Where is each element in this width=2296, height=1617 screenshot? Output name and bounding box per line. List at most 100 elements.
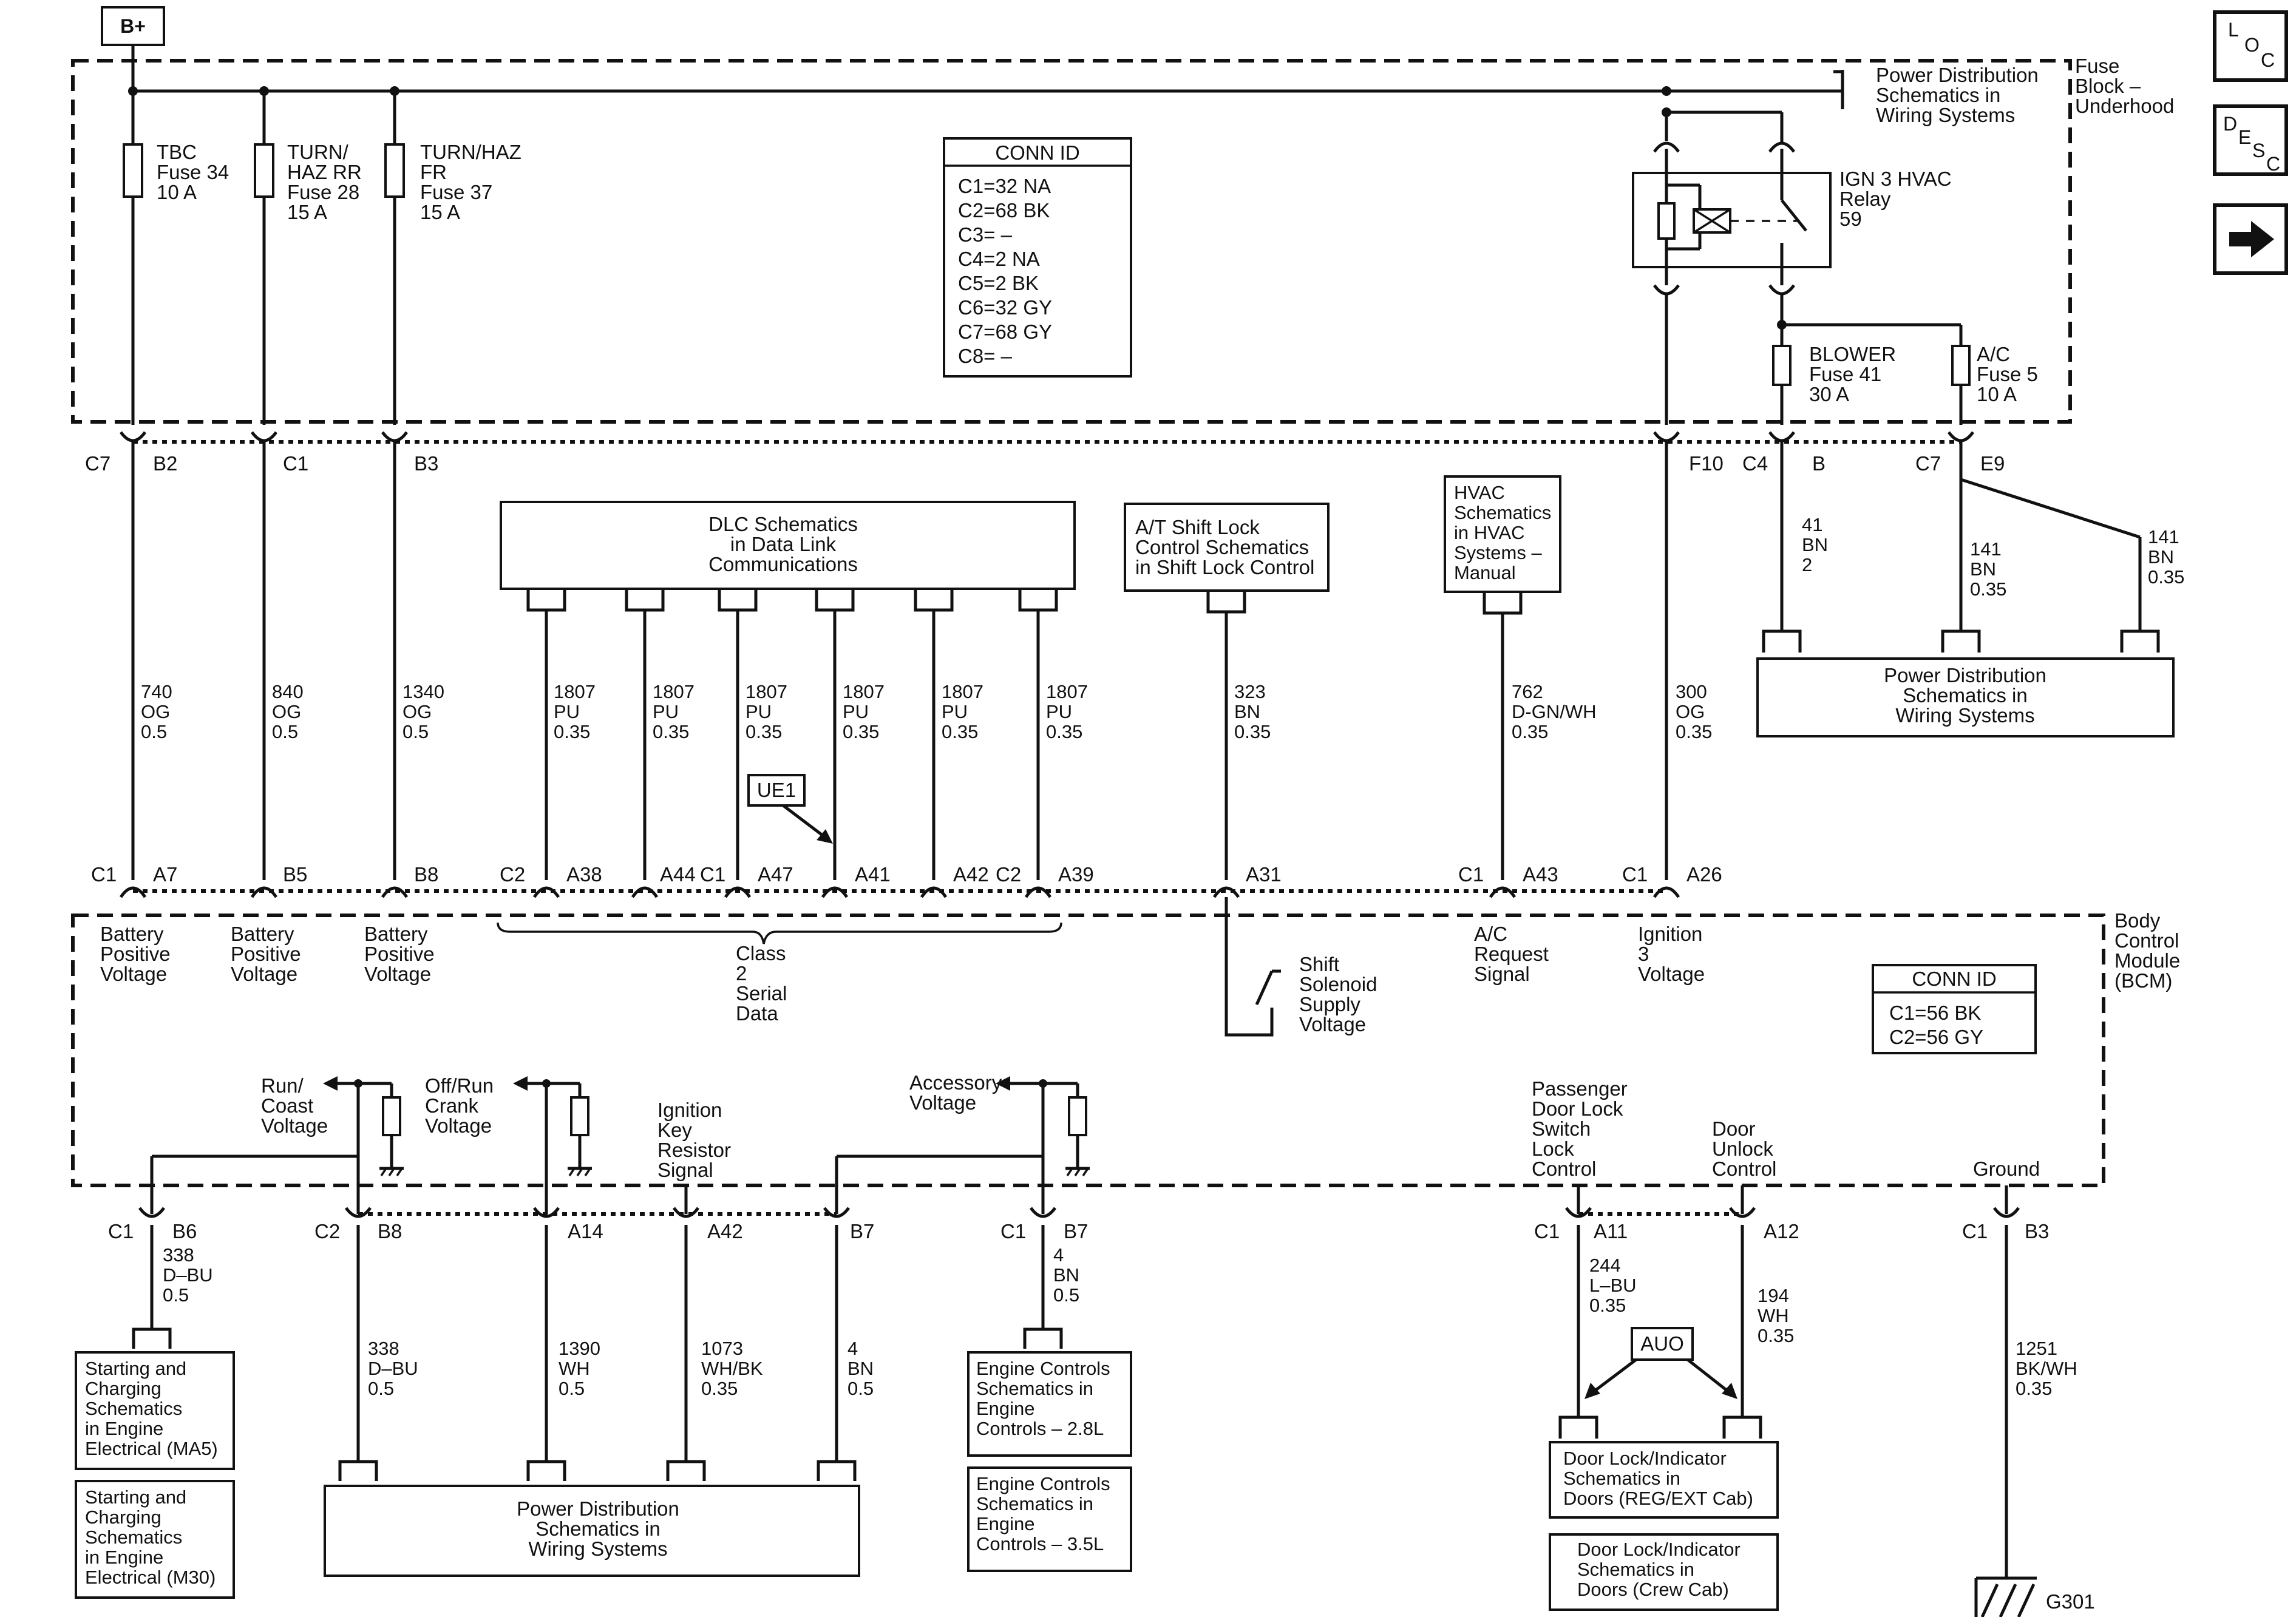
svg-text:C1: C1 <box>700 863 725 886</box>
power-distribution-ref-right[interactable]: Power Distribution Schematics in Wiring … <box>1756 657 2175 737</box>
svg-text:Battery: Battery <box>364 923 428 945</box>
starting-charging-m30-ref[interactable]: Starting and Charging Schematics in Engi… <box>75 1480 235 1599</box>
svg-text:A14: A14 <box>568 1220 603 1242</box>
svg-text:0.35: 0.35 <box>554 721 590 742</box>
svg-text:0.35: 0.35 <box>1676 721 1712 742</box>
shift-lock-control-ref[interactable]: A/T Shift Lock Control Schematics in Shi… <box>1124 503 1330 592</box>
wire-244-lbu: 244 L–BU 0.35 <box>1589 1255 1637 1316</box>
svg-text:Run/: Run/ <box>261 1074 304 1097</box>
upper-connector-labels: C7 B2 C1 B3 F10 C4 B C7 E9 <box>85 452 2005 475</box>
svg-text:41: 41 <box>1802 514 1822 535</box>
wire-323-bn: 323 BN 0.35 <box>1234 681 1271 742</box>
svg-text:B7: B7 <box>850 1220 874 1242</box>
svg-text:B8: B8 <box>378 1220 402 1242</box>
svg-text:Voltage: Voltage <box>1299 1013 1366 1036</box>
svg-text:Engine Controls: Engine Controls <box>976 1473 1110 1494</box>
svg-text:0.35: 0.35 <box>1970 578 2006 600</box>
wire-4-bn-b: 4 BN 0.5 <box>1053 1244 1079 1306</box>
svg-text:C2: C2 <box>996 863 1021 886</box>
wire-740-og: 740 OG 0.5 <box>141 681 172 742</box>
svg-text:AUO: AUO <box>1640 1332 1684 1355</box>
door-lock-reg-ext-cab-ref[interactable]: Door Lock/Indicator Schematics in Doors … <box>1549 1441 1779 1519</box>
fuse-block-title: Fuse Block – Underhood <box>2075 55 2174 117</box>
location-view-button[interactable]: L O C <box>2213 10 2288 82</box>
svg-text:3: 3 <box>1638 943 1649 965</box>
engine-controls-2-8l-ref[interactable]: Engine Controls Schematics in Engine Con… <box>967 1351 1132 1457</box>
fuse-turn-haz-rr-28: TURN/ HAZ RR Fuse 28 15 A <box>254 91 362 425</box>
svg-text:338: 338 <box>163 1244 194 1266</box>
svg-text:L: L <box>2228 19 2239 41</box>
svg-text:G301: G301 <box>2046 1590 2095 1613</box>
svg-text:BN: BN <box>1053 1264 1079 1286</box>
description-view-button[interactable]: D E S C <box>2213 104 2288 176</box>
svg-text:Resistor: Resistor <box>657 1139 731 1161</box>
svg-text:C8= –: C8= – <box>958 345 1013 367</box>
svg-text:A26: A26 <box>1686 863 1722 886</box>
ignition-3-voltage: Ignition 3 Voltage <box>1638 923 1705 985</box>
svg-text:Voltage: Voltage <box>909 1091 976 1114</box>
svg-text:HAZ RR: HAZ RR <box>287 161 362 183</box>
svg-text:B8: B8 <box>414 863 438 886</box>
svg-text:TURN/: TURN/ <box>287 141 349 163</box>
power-distribution-ref-top[interactable]: Power Distribution Schematics in Wiring … <box>1876 64 2039 126</box>
svg-text:C1: C1 <box>108 1220 134 1242</box>
svg-text:UE1: UE1 <box>757 779 796 801</box>
ue1-callout: UE1 <box>747 774 833 844</box>
svg-text:Electrical (M30): Electrical (M30) <box>85 1567 216 1588</box>
svg-text:in HVAC: in HVAC <box>1454 522 1525 543</box>
svg-text:Battery: Battery <box>100 923 164 945</box>
svg-text:Underhood: Underhood <box>2075 95 2174 117</box>
svg-text:1340: 1340 <box>402 681 444 702</box>
svg-text:Fuse 5: Fuse 5 <box>1977 363 2038 385</box>
next-page-button[interactable] <box>2213 203 2288 275</box>
starting-charging-ma5-ref[interactable]: Starting and Charging Schematics in Engi… <box>75 1351 235 1470</box>
engine-controls-3-5l-ref[interactable]: Engine Controls Schematics in Engine Con… <box>967 1466 1132 1572</box>
svg-text:Door Lock/Indicator: Door Lock/Indicator <box>1577 1539 1741 1560</box>
door-lock-crew-cab-ref[interactable]: Door Lock/Indicator Schematics in Doors … <box>1549 1533 1779 1611</box>
hvac-schematics-ref[interactable]: HVAC Schematics in HVAC Systems – Manual <box>1444 475 1561 593</box>
svg-text:in Engine: in Engine <box>85 1418 163 1439</box>
dlc-schematics-ref[interactable]: DLC Schematics in Data Link Communicatio… <box>500 501 1076 590</box>
battery-positive-voltage-3: Battery Positive Voltage <box>364 923 435 985</box>
svg-text:2: 2 <box>1802 554 1812 575</box>
svg-text:1807: 1807 <box>746 681 787 702</box>
svg-text:Voltage: Voltage <box>231 963 297 985</box>
svg-text:C6=32 GY: C6=32 GY <box>958 296 1052 319</box>
svg-text:D–BU: D–BU <box>368 1358 418 1379</box>
svg-text:CONN ID: CONN ID <box>1912 968 1996 990</box>
svg-text:Starting and: Starting and <box>85 1486 186 1508</box>
svg-text:Controls – 3.5L: Controls – 3.5L <box>976 1533 1104 1554</box>
svg-text:Doors (Crew Cab): Doors (Crew Cab) <box>1577 1579 1729 1600</box>
svg-text:A/C: A/C <box>1474 923 1507 945</box>
svg-text:0.35: 0.35 <box>1046 721 1082 742</box>
svg-text:Serial: Serial <box>736 982 787 1005</box>
svg-text:D-GN/WH: D-GN/WH <box>1512 701 1596 722</box>
svg-text:Fuse 37: Fuse 37 <box>420 181 492 203</box>
svg-text:762: 762 <box>1512 681 1543 702</box>
svg-text:338: 338 <box>368 1338 399 1359</box>
svg-text:OG: OG <box>272 701 301 722</box>
svg-text:E: E <box>2238 126 2251 148</box>
svg-text:C1: C1 <box>1534 1220 1560 1242</box>
svg-text:Shift: Shift <box>1299 953 1339 975</box>
svg-text:0.35: 0.35 <box>1589 1295 1626 1316</box>
svg-text:0.5: 0.5 <box>1053 1284 1079 1306</box>
wire-1807-pu-1: 1807 PU 0.35 <box>554 681 596 742</box>
svg-text:0.35: 0.35 <box>746 721 782 742</box>
svg-text:Power Distribution: Power Distribution <box>517 1497 679 1520</box>
svg-text:Schematics in: Schematics in <box>1903 684 2027 707</box>
svg-text:C1: C1 <box>1000 1220 1026 1242</box>
lower-vertical-wires <box>150 1225 2008 1578</box>
svg-text:Class: Class <box>736 942 786 964</box>
bcm-bottom-terminals <box>138 1185 2020 1218</box>
conn-id-table-fuse-block: CONN ID C1=32 NA C2=68 BK C3= – C4=2 NA … <box>943 137 1132 378</box>
svg-text:A7: A7 <box>153 863 177 886</box>
svg-text:D: D <box>2223 113 2237 135</box>
fuse-tbc-34: TBC Fuse 34 10 A <box>123 91 229 425</box>
power-distribution-ref-bottom[interactable]: Power Distribution Schematics in Wiring … <box>324 1485 860 1577</box>
ac-request-signal: A/C Request Signal <box>1474 923 1549 985</box>
svg-text:Schematics: Schematics <box>1454 502 1551 523</box>
svg-text:30 A: 30 A <box>1809 383 1849 405</box>
svg-text:Schematics: Schematics <box>85 1527 182 1548</box>
